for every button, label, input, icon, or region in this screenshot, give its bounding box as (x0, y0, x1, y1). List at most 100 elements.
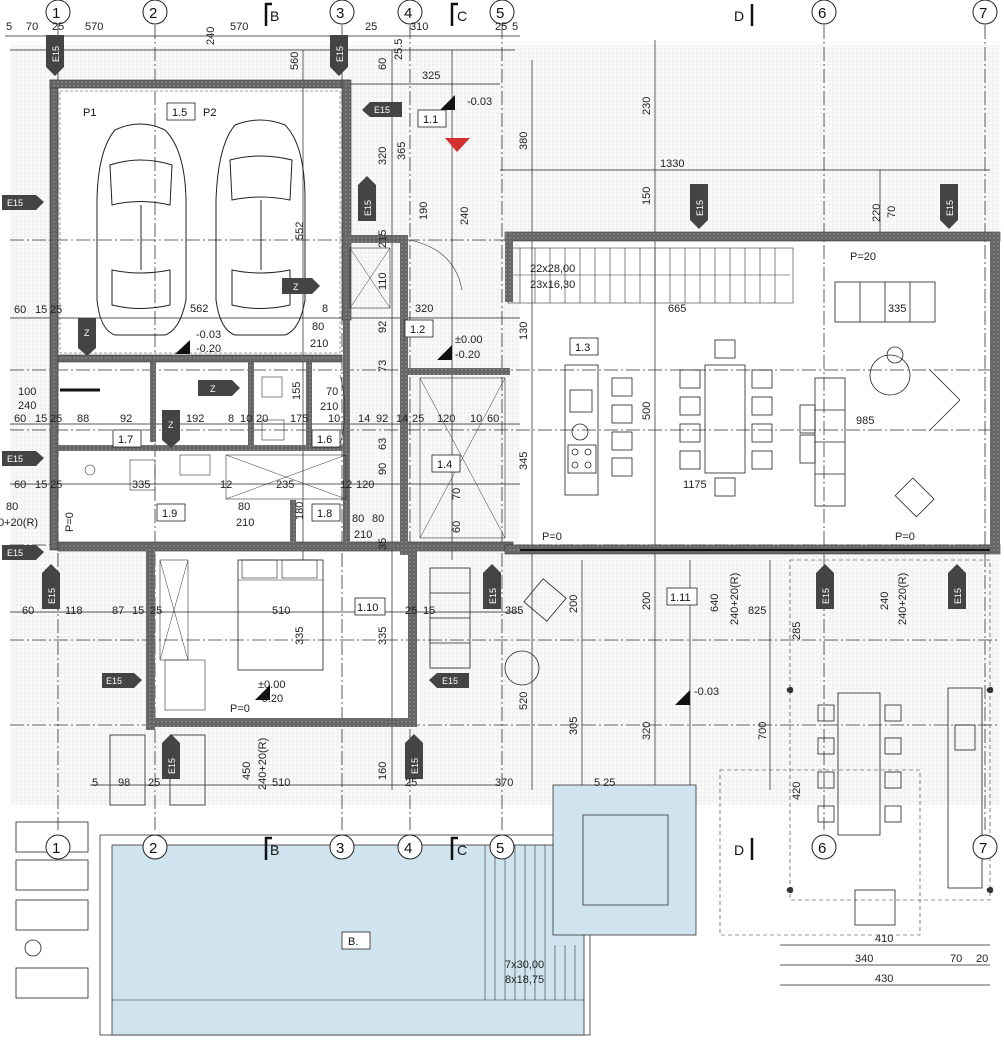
e15-label: E15 (410, 758, 420, 774)
z-label: Z (84, 328, 90, 338)
dim-label: 560 (289, 52, 301, 70)
dim-label: 14 (358, 413, 370, 425)
dim-label: 20 (256, 413, 268, 425)
dim-label: 215 (377, 230, 389, 248)
level-garage-b: -0.20 (196, 343, 221, 355)
dim-label: 10 (240, 413, 252, 425)
z-label: Z (293, 282, 299, 292)
central-hall (339, 235, 510, 555)
dim-label: 210 (236, 517, 254, 529)
z-label: Z (168, 420, 174, 430)
dim-label: 325 (422, 70, 440, 82)
dim-label: 35 (377, 538, 389, 550)
z-label: Z (210, 384, 216, 394)
section-marks (264, 2, 754, 860)
axis-6-bottom: 6 (818, 840, 826, 857)
level-p0-a: P=0 (64, 512, 76, 532)
axis-1-top: 1 (52, 5, 60, 22)
dim-label: 210 (310, 338, 328, 350)
dim-label: 92 (377, 321, 389, 333)
section-d-top: D (734, 8, 744, 24)
dim-label: 15 (132, 605, 144, 617)
dim-label: 230 (641, 97, 653, 115)
dim-label: 120 (356, 479, 374, 491)
level-p0-d: P=0 (230, 703, 250, 715)
dim-label: 510 (272, 605, 290, 617)
dim-label: 87 (112, 605, 124, 617)
dim-label: 25 (50, 479, 62, 491)
section-c-bottom: C (457, 842, 467, 858)
axis-3-top: 3 (336, 5, 344, 22)
level-garage-a: -0.03 (196, 329, 221, 341)
dim-label: 335 (888, 303, 906, 315)
dim-label: 25 (405, 777, 417, 789)
terrain-hatching (10, 45, 1000, 805)
axis-2-bottom: 2 (149, 840, 157, 857)
dim-label: 80 (238, 501, 250, 513)
e15-label: E15 (821, 588, 831, 604)
dim-top: 240 (205, 27, 217, 45)
room-1-6: 1.6 (317, 434, 332, 446)
room-boxes (112, 102, 698, 950)
dim-label: 640 (709, 594, 721, 612)
axis-4-bottom: 4 (404, 840, 412, 857)
dim-label: 240 (18, 400, 36, 412)
dim-label: 340 (855, 953, 873, 965)
dim-label: 700 (757, 722, 769, 740)
dim-label: 825 (748, 605, 766, 617)
e15-label: E15 (7, 454, 23, 464)
axis-bubbles-top (45, 0, 998, 25)
dim-label: 240 (879, 592, 891, 610)
dim-label: 240+20(R) (729, 573, 741, 625)
pool-label: B. (348, 936, 358, 948)
e15-label: E15 (363, 200, 373, 216)
dim-top: 570 (85, 21, 103, 33)
dim-label: 335 (294, 627, 306, 645)
section-c-top: C (457, 8, 467, 24)
dim-top: 5 (6, 21, 12, 33)
pool-stairs (484, 845, 576, 1000)
level-entrance: -0.03 (467, 96, 492, 108)
dim-label: 155 (291, 382, 303, 400)
room-1-4: 1.4 (437, 459, 452, 471)
e15-label: E15 (7, 198, 23, 208)
dim-label: 335 (132, 479, 150, 491)
dim-top: 5 (512, 21, 518, 33)
dimension-lines (5, 35, 990, 986)
axis-4-top: 4 (404, 5, 412, 22)
dim-label: 10 (470, 413, 482, 425)
dim-label: 12 (220, 479, 232, 491)
room-1-11: 1.11 (670, 592, 691, 604)
axis-2-top: 2 (149, 5, 157, 22)
room-1-1: 1.1 (423, 114, 438, 126)
dim-label: 15 (35, 479, 47, 491)
section-d-bottom: D (734, 842, 744, 858)
dim-label: 192 (186, 413, 204, 425)
e15-label: E15 (488, 588, 498, 604)
e15-label: E15 (7, 548, 23, 558)
dimension-lines-vertical (302, 40, 881, 820)
dim-label: 8 (322, 303, 328, 315)
e15-tags-horizontal (2, 102, 469, 688)
dim-label: 1330 (660, 158, 684, 170)
dim-label: 365 (396, 142, 408, 160)
dim-label: 25 (150, 605, 162, 617)
level-terrace: -0.03 (694, 686, 719, 698)
dim-label: 70 (451, 488, 463, 500)
dim-label: 430 (875, 973, 893, 985)
dim-label: 235 (276, 479, 294, 491)
dim-label: 5 25 (594, 777, 615, 789)
e15-label: E15 (953, 588, 963, 604)
dim-label: 25 (50, 413, 62, 425)
dim-label: 180 (294, 502, 306, 520)
room-1-8: 1.8 (317, 508, 332, 520)
dim-label: 92 (120, 413, 132, 425)
dim-label: 60 (14, 413, 26, 425)
axis-bubbles-bottom (45, 834, 998, 860)
level-room110-a: ±0.00 (258, 679, 285, 691)
axis-1-bottom: 1 (52, 840, 60, 857)
dim-label: 385 (505, 605, 523, 617)
dim-label: 320 (641, 722, 653, 740)
dim-label: 15 (423, 605, 435, 617)
